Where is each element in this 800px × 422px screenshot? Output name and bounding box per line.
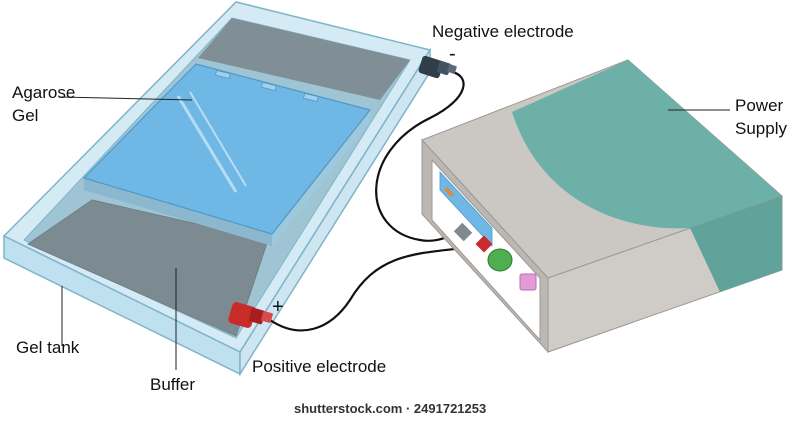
gel-tray-side-right	[272, 110, 370, 246]
negative-sign: -	[449, 43, 456, 65]
negative-electrode-label: Negative electrode	[432, 22, 574, 41]
positive-electrode-label: Positive electrode	[252, 357, 386, 376]
green-knob	[487, 248, 513, 272]
gel-reflection	[176, 95, 238, 193]
negative-electrode-connector	[418, 55, 457, 79]
buffer-back	[198, 18, 410, 100]
gel-label: Gel	[12, 106, 38, 125]
gel-tank-label: Gel tank	[16, 338, 80, 357]
power-supply-screen	[439, 170, 493, 248]
buffer-label: Buffer	[150, 375, 195, 394]
power-supply-indicator	[444, 187, 454, 197]
agarose-gel-slab	[82, 63, 372, 235]
gel-tray-side	[84, 178, 272, 246]
gel-well	[214, 69, 231, 80]
power-label: Power	[735, 96, 784, 115]
watermark-text: shutterstock.com · 2491721253	[294, 401, 486, 416]
gel-well	[260, 81, 277, 92]
agarose-label: Agarose	[12, 83, 75, 102]
negative-wire	[375, 70, 471, 242]
power-supply-display	[512, 60, 782, 229]
supply-label: Supply	[735, 119, 787, 138]
positive-electrode-connector	[228, 302, 273, 328]
pink-knob	[519, 273, 537, 291]
gel-tank	[2, 1, 432, 377]
positive-wire	[269, 244, 481, 332]
positive-sign: +	[272, 296, 284, 318]
power-supply-right-band	[690, 196, 782, 292]
positive-port	[475, 235, 493, 253]
agarose-leader	[59, 96, 193, 101]
negative-port	[453, 222, 473, 242]
power-supply	[421, 59, 783, 354]
gel-well	[302, 92, 319, 103]
gel-reflection	[189, 91, 247, 187]
